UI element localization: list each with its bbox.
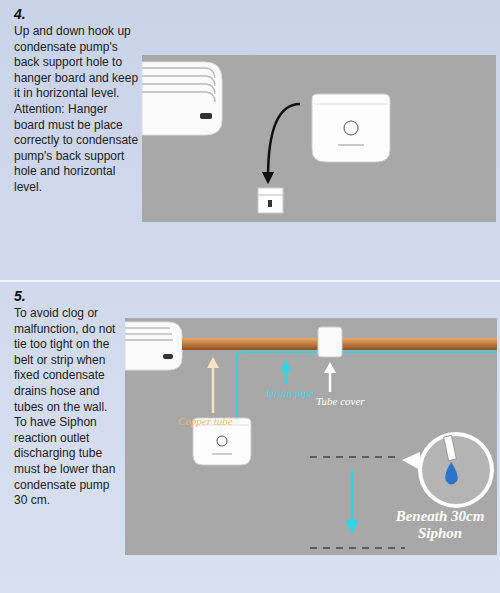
tube-cover <box>318 327 342 357</box>
panel-ground <box>142 55 496 222</box>
condensate-pump <box>312 94 390 162</box>
indoor-unit <box>125 322 182 370</box>
indoor-unit <box>142 62 222 135</box>
drain-pipe <box>237 352 497 420</box>
callout-text: Beneath 30cm Siphon <box>386 508 494 541</box>
height-marker <box>310 457 405 548</box>
step-number: 5. <box>14 288 122 304</box>
step-number: 4. <box>14 6 140 22</box>
part-label: Drain pipe <box>266 387 314 399</box>
motion-arrow <box>268 104 300 178</box>
step-text: Up and down hook up condensate pump's ba… <box>14 24 140 196</box>
siphon-callout <box>402 432 494 508</box>
step-text: To avoid clog or malfunction, do not tie… <box>14 306 122 509</box>
separator <box>0 280 500 282</box>
part-label: Copper tube <box>178 415 233 427</box>
step-band: 4. Up and down hook up condensate pump's … <box>0 0 500 280</box>
panel-ground <box>125 318 497 555</box>
hanger-board <box>258 188 283 213</box>
step-band: 5. To avoid clog or malfunction, do not t… <box>0 282 500 593</box>
part-label: Tube cover <box>316 395 365 407</box>
